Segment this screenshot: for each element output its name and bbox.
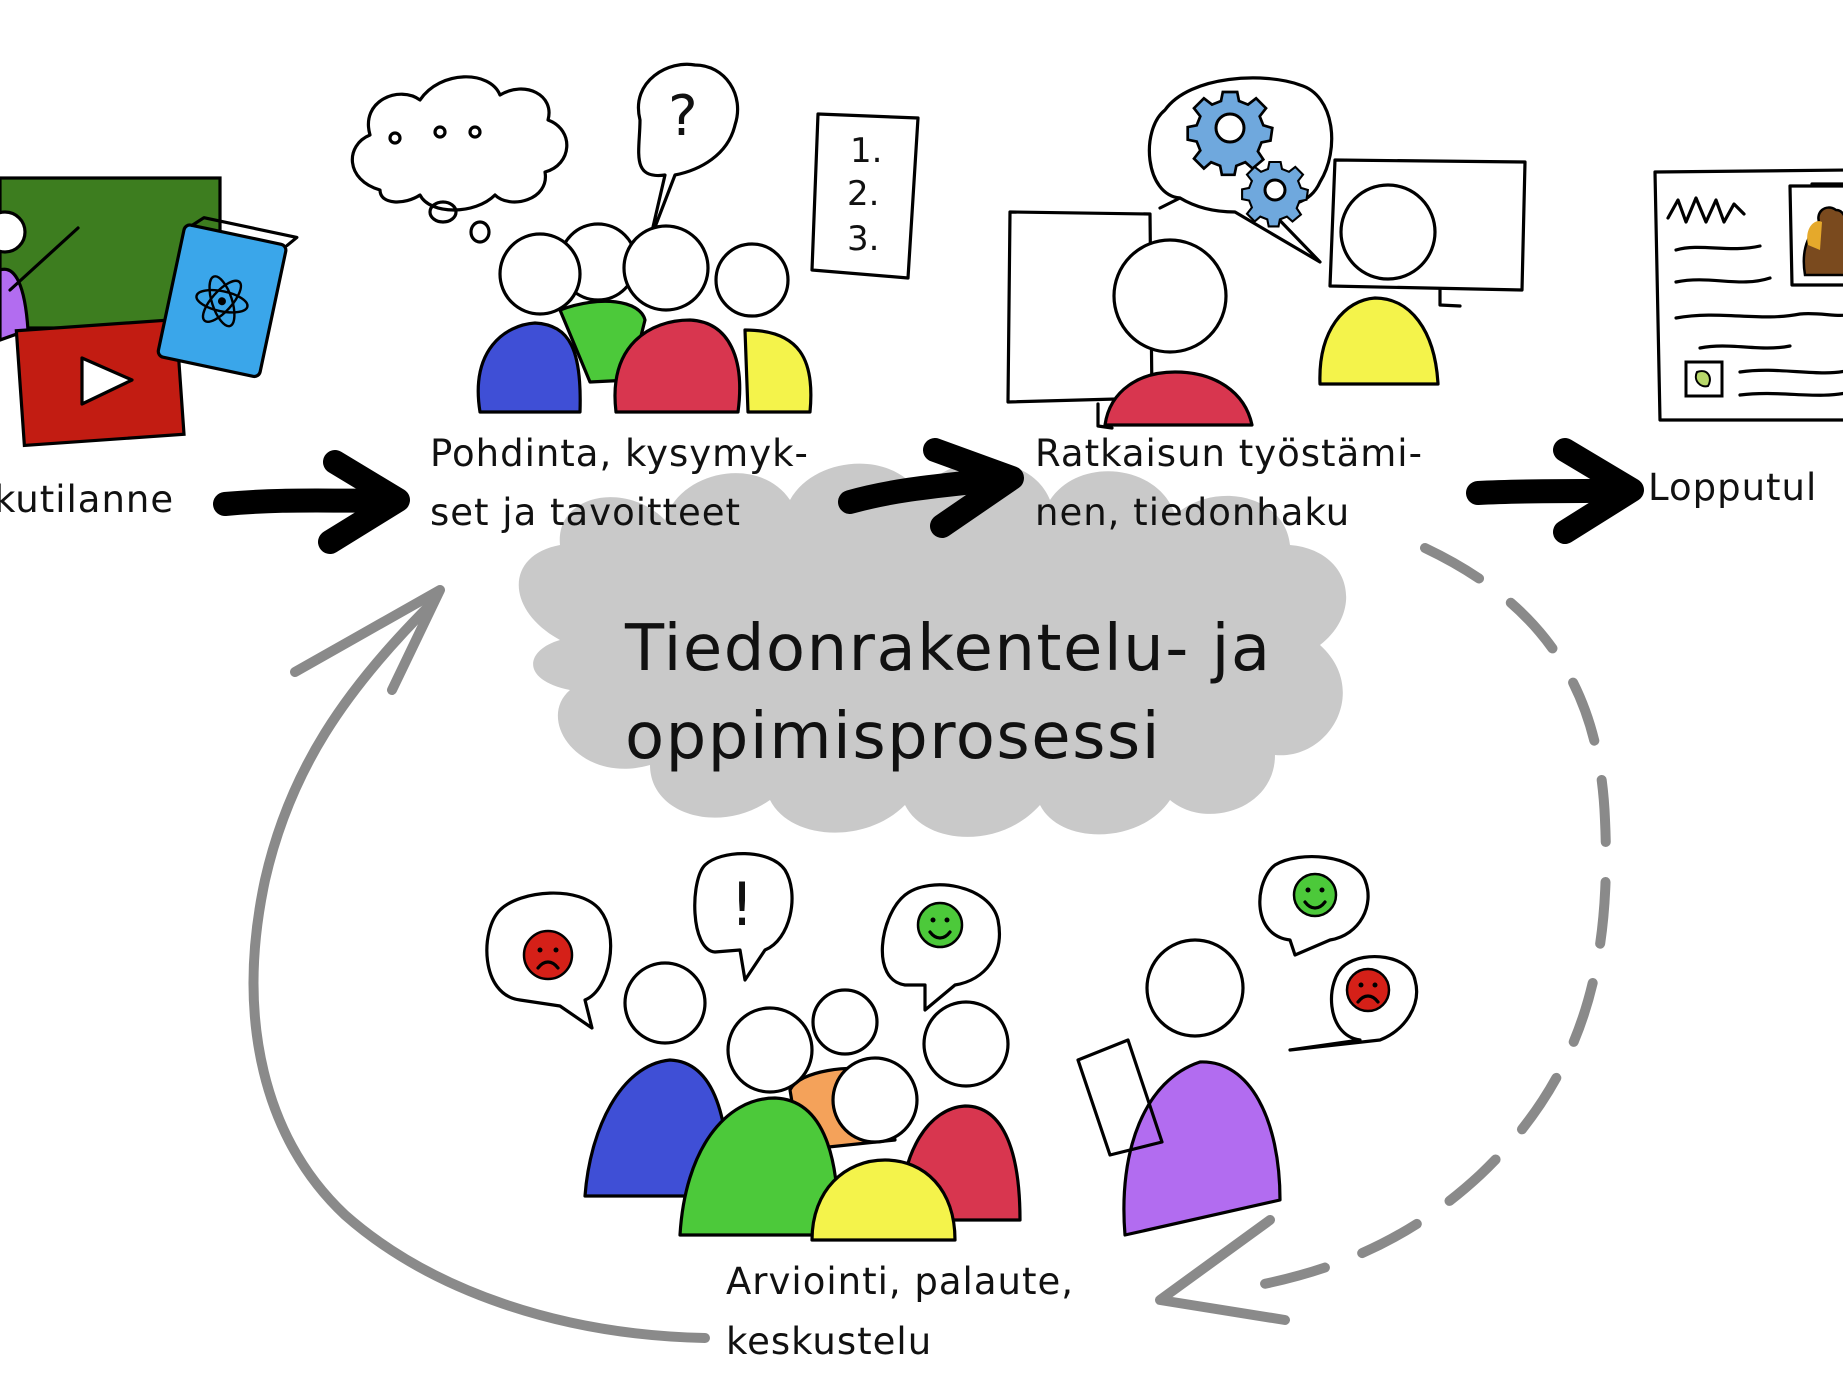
monitor-icon xyxy=(1328,158,1527,308)
newspaper-icon xyxy=(1653,168,1843,422)
gear-icon xyxy=(1241,160,1310,228)
thought-cloud-icon xyxy=(350,75,569,244)
evaluation-label-line2: keskustelu xyxy=(726,1320,932,1363)
smiley-icon xyxy=(916,901,964,949)
frown-icon xyxy=(522,929,574,981)
stage-3-illustration xyxy=(1006,76,1527,430)
teacher-icon xyxy=(0,210,80,342)
smiley-bubble xyxy=(1258,854,1370,957)
list-item-2: 2. xyxy=(847,174,879,214)
evaluation-illustration: ! xyxy=(485,852,1419,1242)
exclamation-bubble-icon: ! xyxy=(693,852,794,982)
stage-2-illustration: ? 1. 2. 3. xyxy=(350,62,920,414)
frown-icon xyxy=(1345,967,1391,1013)
arrow-icon xyxy=(213,450,410,554)
center-title-line1: Tiedonrakentelu- ja xyxy=(624,612,1272,686)
frown-bubble xyxy=(1288,955,1419,1052)
center-cloud xyxy=(518,461,1347,837)
exclamation-mark: ! xyxy=(730,870,754,940)
arrow-icon xyxy=(838,438,1024,538)
stage-3-label-line1: Ratkaisun työstämi- xyxy=(1035,432,1423,475)
question-mark: ? xyxy=(668,84,698,149)
physics-book-icon xyxy=(156,216,299,379)
numbered-list-icon: 1. 2. 3. xyxy=(810,112,920,280)
arrow-icon xyxy=(1466,438,1644,544)
center-title-line2: oppimisprosessi xyxy=(625,700,1161,774)
video-play-icon xyxy=(14,317,186,448)
smiley-icon xyxy=(1292,872,1338,918)
stage-2-label-line2: set ja tavoitteet xyxy=(430,491,741,534)
stage-2-label-line1: Pohdinta, kysymyk- xyxy=(430,432,809,475)
frown-bubble xyxy=(485,891,613,1030)
question-bubble-icon: ? xyxy=(636,62,740,242)
gear-icon xyxy=(1186,90,1274,177)
stage-4-label: Lopputul xyxy=(1648,466,1817,509)
stage-1-label: kutilanne xyxy=(0,478,174,521)
list-item-3: 3. xyxy=(847,219,879,259)
list-item-1: 1. xyxy=(850,131,882,171)
smiley-bubble xyxy=(880,883,1001,1012)
stage-1-illustration xyxy=(0,176,299,448)
stage-3-label-line2: nen, tiedonhaku xyxy=(1035,491,1350,534)
cycle-arrow-icon xyxy=(248,543,1611,1343)
evaluation-label-line1: Arviointi, palaute, xyxy=(726,1260,1074,1303)
group-of-students xyxy=(476,222,813,414)
